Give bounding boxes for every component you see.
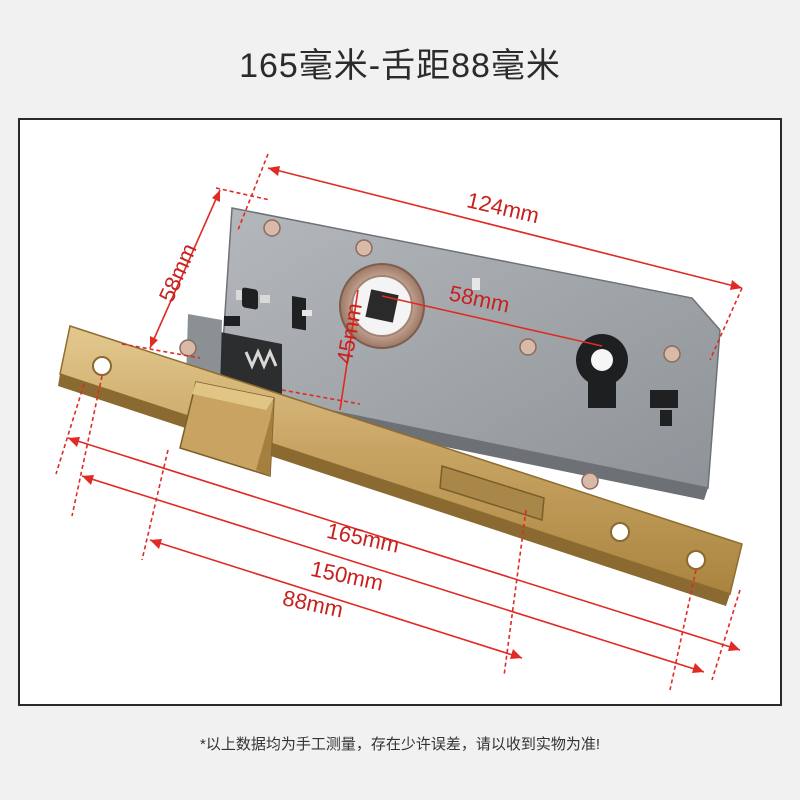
dim-label-124: 124mm bbox=[465, 187, 542, 228]
dim-label-165: 165mm bbox=[325, 518, 402, 558]
lock-diagram: 124mm 58mm 45mm 58mm 165mm 150mm 88mm bbox=[55, 153, 743, 691]
screw-heads bbox=[179, 219, 681, 490]
dimension-arrows bbox=[68, 166, 742, 673]
mounting-holes bbox=[92, 356, 706, 570]
latch-bolt bbox=[179, 381, 275, 478]
diagram-frame: 124mm 58mm 45mm 58mm 165mm 150mm 88mm bbox=[18, 118, 782, 706]
page-title: 165毫米-舌距88毫米 bbox=[239, 47, 561, 85]
measurement-footnote: *以上数据均为手工测量，存在少许误差，请以收到实物为准! bbox=[199, 736, 600, 753]
dim-label-58-left: 58mm bbox=[154, 240, 202, 306]
deadbolt-slot bbox=[439, 465, 545, 521]
spring bbox=[244, 348, 278, 370]
dimension-lines bbox=[55, 153, 743, 691]
cylinder-hole bbox=[576, 334, 678, 426]
dim-label-150: 150mm bbox=[309, 556, 386, 596]
dim-label-88: 88mm bbox=[280, 585, 345, 622]
